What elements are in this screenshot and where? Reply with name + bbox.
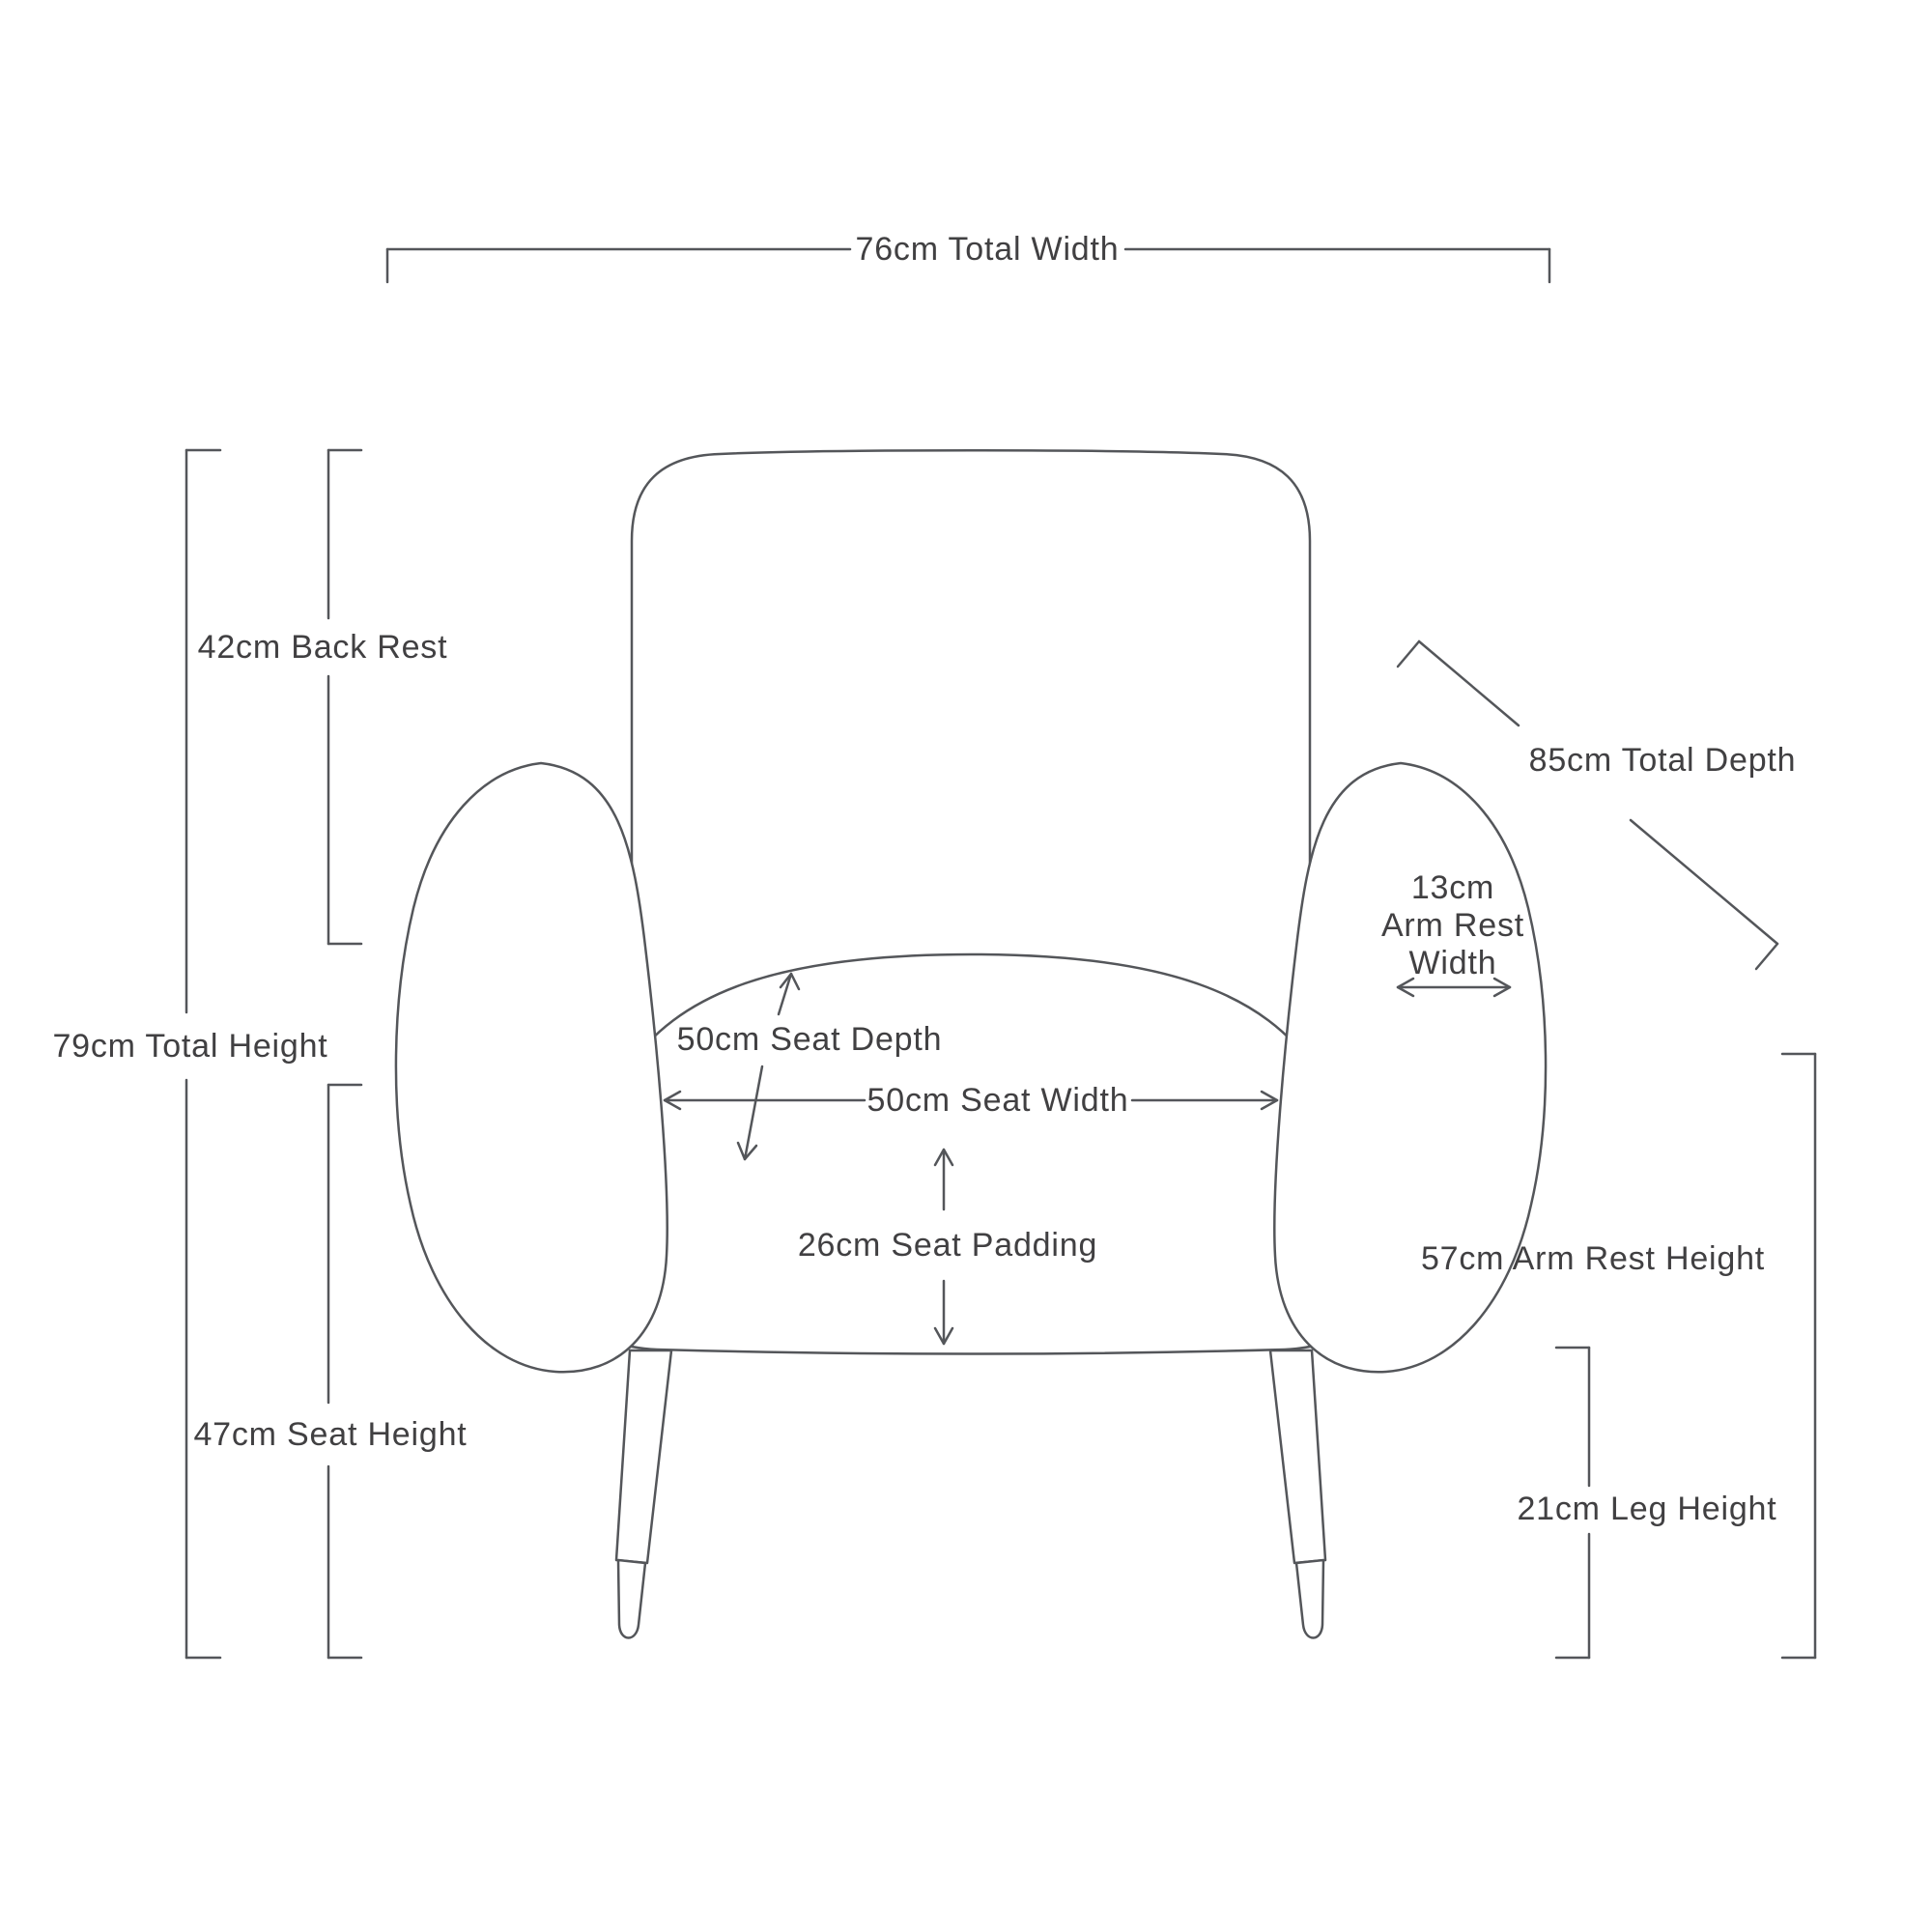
seat-padding-arrowhead-bottom: [933, 1326, 954, 1346]
seat-width-label: 50cm Seat Width: [867, 1082, 1129, 1119]
arm-rest-width-label-line3: Width: [1409, 945, 1497, 981]
arm-rest-width-label-line1: 13cm: [1411, 869, 1494, 906]
dimension-seat-height: 47cm Seat Height: [193, 1083, 467, 1660]
chair-left-leg: [614, 1349, 673, 1565]
dimension-leg-height: 21cm Leg Height: [1517, 1346, 1776, 1660]
dimension-total-depth: 85cm Total Depth: [1396, 639, 1797, 971]
seat-depth-arrowhead-top: [779, 972, 801, 991]
total-depth-tick-top: [1396, 639, 1421, 668]
seat-width-arrowhead-left: [663, 1090, 682, 1111]
leg-height-label: 21cm Leg Height: [1517, 1491, 1776, 1527]
dimension-arm-rest-width: 13cm Arm Rest Width: [1381, 869, 1524, 998]
total-width-label: 76cm Total Width: [856, 231, 1120, 268]
seat-depth-arrowhead-bottom: [736, 1141, 758, 1161]
seat-depth-label: 50cm Seat Depth: [677, 1021, 943, 1058]
arm-rest-width-label-line2: Arm Rest: [1381, 907, 1524, 944]
dimension-seat-width: 50cm Seat Width: [663, 1082, 1279, 1119]
dimension-total-width: 76cm Total Width: [385, 231, 1551, 284]
total-depth-line-top: [1417, 639, 1520, 727]
chair-left-foot: [616, 1558, 647, 1639]
dimension-back-rest: 42cm Back Rest: [198, 448, 448, 946]
seat-padding-label: 26cm Seat Padding: [798, 1227, 1097, 1264]
seat-padding-arrowhead-top: [933, 1148, 954, 1167]
armchair-drawing: [394, 449, 1548, 1639]
dimension-total-height: 79cm Total Height: [52, 448, 327, 1660]
seat-depth-arrow-line-bottom: [743, 1065, 764, 1161]
total-depth-tick-bottom: [1754, 942, 1779, 971]
chair-back-rest: [630, 449, 1312, 1113]
dimension-arm-rest-height: 57cm Arm Rest Height: [1421, 1052, 1817, 1660]
dimension-seat-depth: 50cm Seat Depth: [677, 972, 943, 1161]
seat-height-label: 47cm Seat Height: [193, 1416, 467, 1453]
arm-rest-width-arrowhead-left: [1396, 977, 1415, 998]
chair-seat-cushion: [573, 952, 1369, 1355]
chair-right-foot: [1294, 1558, 1325, 1639]
arm-rest-width-arrowhead-right: [1492, 977, 1512, 998]
arm-rest-height-label: 57cm Arm Rest Height: [1421, 1240, 1765, 1277]
chair-left-arm: [394, 761, 668, 1374]
seat-depth-arrow-line-top: [777, 972, 793, 1016]
chair-right-arm: [1273, 761, 1548, 1374]
back-rest-label: 42cm Back Rest: [198, 629, 448, 666]
chair-right-leg: [1268, 1349, 1327, 1565]
seat-width-arrowhead-right: [1260, 1090, 1279, 1111]
total-depth-line-bottom: [1629, 818, 1779, 946]
dimension-seat-padding: 26cm Seat Padding: [798, 1148, 1097, 1346]
total-height-label: 79cm Total Height: [52, 1028, 327, 1065]
total-depth-label: 85cm Total Depth: [1529, 742, 1797, 779]
